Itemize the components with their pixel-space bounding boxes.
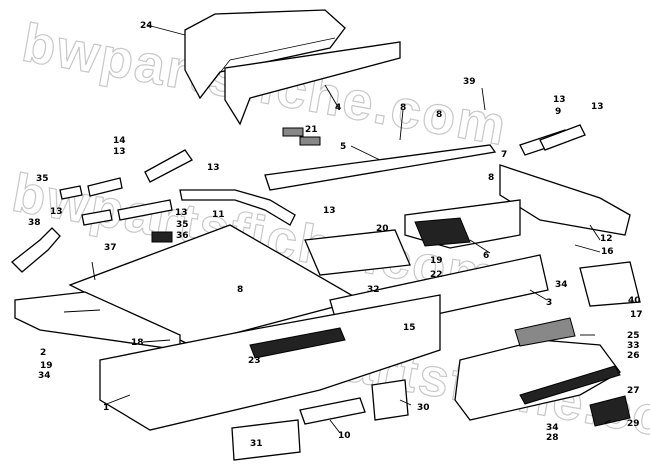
callout-19a: 19 — [430, 256, 443, 266]
callout-16: 16 — [601, 247, 614, 257]
callout-38: 38 — [28, 218, 41, 228]
callout-19b: 19 — [40, 361, 53, 371]
part-4-panel — [224, 41, 401, 126]
callout-13f: 13 — [175, 208, 188, 218]
callout-34a: 34 — [555, 280, 568, 290]
callout-18: 18 — [131, 338, 144, 348]
callout-20: 20 — [376, 224, 389, 234]
callout-15: 15 — [403, 323, 416, 333]
callout-22: 22 — [430, 270, 443, 280]
callout-8c: 8 — [488, 173, 494, 183]
part-24-cover — [184, 9, 346, 100]
callout-13a: 13 — [553, 95, 566, 105]
part-1-body — [99, 294, 441, 431]
callout-3: 3 — [546, 298, 552, 308]
callout-13d: 13 — [207, 163, 220, 173]
callout-13g: 13 — [323, 206, 336, 216]
callout-25: 25 — [627, 331, 640, 341]
callout-13b: 13 — [591, 102, 604, 112]
callout-4: 4 — [335, 103, 341, 113]
callout-39: 39 — [463, 77, 476, 87]
callout-5: 5 — [340, 142, 346, 152]
part-5-bar — [264, 144, 497, 191]
part-6-box — [304, 229, 411, 276]
callout-6: 6 — [483, 251, 489, 261]
hose-38 — [11, 227, 61, 273]
callout-31: 31 — [250, 439, 263, 449]
part-21-pad-b — [299, 136, 321, 146]
callout-13e: 13 — [50, 207, 63, 217]
callout-29: 29 — [627, 419, 640, 429]
part-40-plate — [579, 261, 641, 307]
hose-14 — [144, 149, 193, 183]
callout-8d: 8 — [237, 285, 243, 295]
callout-23: 23 — [248, 356, 261, 366]
callout-40: 40 — [628, 296, 641, 306]
part-12-bracket — [499, 164, 631, 236]
pipe-b — [117, 199, 173, 221]
callout-34b: 34 — [38, 371, 51, 381]
callout-36: 36 — [176, 231, 189, 241]
callout-8a: 8 — [400, 103, 406, 113]
callout-32: 32 — [367, 285, 380, 295]
part-31-plate — [231, 419, 301, 461]
hose-35 — [59, 185, 83, 200]
callout-labels: 1 2 3 4 5 6 7 8 8 8 8 9 10 11 12 13 13 1… — [28, 21, 643, 449]
callout-9: 9 — [555, 107, 561, 117]
callout-2: 2 — [40, 348, 46, 358]
callout-28: 28 — [546, 433, 559, 443]
callout-14: 14 — [113, 136, 126, 146]
hose-11 — [179, 189, 296, 226]
callout-21: 21 — [305, 125, 318, 135]
part-6-grille — [414, 217, 471, 247]
callout-26: 26 — [627, 351, 640, 361]
callout-33: 33 — [627, 341, 640, 351]
pipe-c — [81, 209, 113, 226]
callout-1: 1 — [103, 403, 109, 413]
callout-11: 11 — [212, 210, 225, 220]
part-26-strip — [519, 365, 621, 405]
part-30-plate — [371, 379, 409, 421]
callout-37: 37 — [104, 243, 117, 253]
callout-12: 12 — [600, 234, 613, 244]
callout-24: 24 — [140, 21, 153, 31]
part-33-block — [514, 317, 576, 347]
callout-7: 7 — [501, 150, 507, 160]
roller-9b — [539, 124, 586, 151]
callout-30: 30 — [417, 403, 430, 413]
callout-35a: 35 — [36, 174, 49, 184]
part-36-clamp — [151, 231, 173, 243]
part-10-plate — [299, 397, 366, 425]
callout-8b: 8 — [436, 110, 442, 120]
part-21-pad-a — [282, 127, 304, 137]
callout-35b: 35 — [176, 220, 189, 230]
callout-34c: 34 — [546, 423, 559, 433]
callout-17: 17 — [630, 310, 643, 320]
pipe-a — [87, 177, 123, 197]
callout-13c: 13 — [113, 147, 126, 157]
callout-27: 27 — [627, 386, 640, 396]
leader-lines — [63, 24, 611, 434]
callout-10: 10 — [338, 431, 351, 441]
part-27-strip — [589, 395, 631, 427]
part-23-strip — [249, 327, 346, 359]
